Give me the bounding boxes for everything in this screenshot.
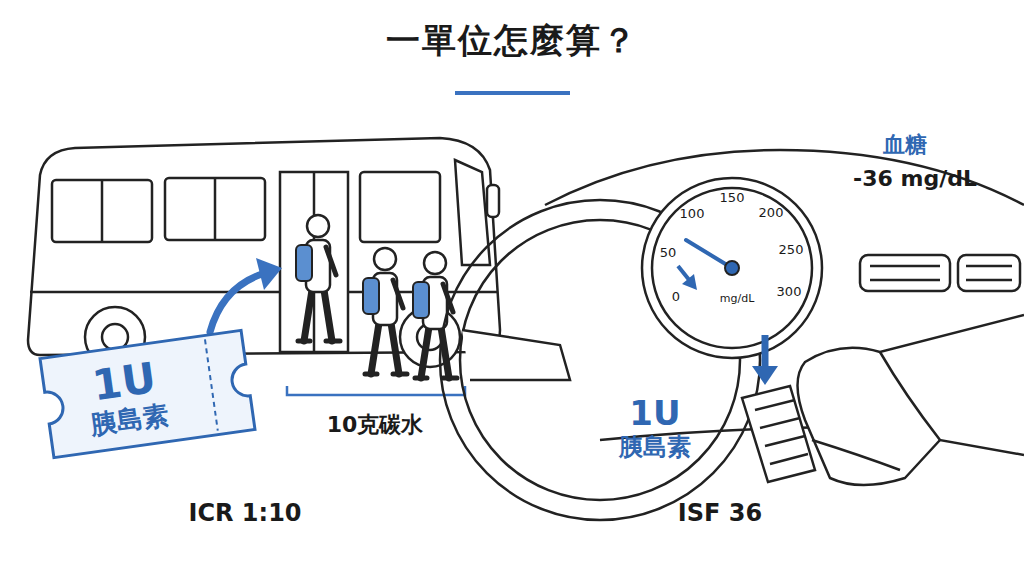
bracket [287, 386, 465, 395]
vent-slats [870, 266, 1012, 280]
window-divider [101, 180, 104, 242]
glucose-label: 血糖 [883, 130, 927, 160]
press-arrow [762, 335, 769, 368]
dose-amount: 1U [89, 354, 158, 411]
boarding-arrow [210, 274, 262, 332]
speedometer-rim [642, 178, 822, 358]
pedal-and-foot [742, 315, 1024, 485]
gauge-number: 200 [759, 205, 784, 220]
bus-window [165, 178, 265, 240]
sensitivity-label: ISF 36 [678, 499, 762, 527]
steering-spoke [462, 330, 570, 380]
window-divider [214, 178, 217, 240]
bus-door [280, 172, 348, 352]
ankle [880, 352, 940, 440]
ticket-shape [40, 330, 255, 457]
ratio-label: ICR 1:10 [188, 499, 301, 527]
dose-amount: 1U [629, 393, 680, 433]
pedal-grooves [755, 400, 808, 464]
title-underline [455, 91, 570, 95]
needle [686, 240, 732, 268]
body-line [30, 291, 280, 294]
student-figure [363, 248, 407, 374]
gauge-number: 250 [779, 242, 804, 257]
drop-arrow-head [682, 274, 697, 290]
glucose-change: -36 mg/dL [853, 166, 977, 191]
gauge-number: 0 [672, 289, 680, 304]
sole [812, 440, 900, 470]
gauge-number: 300 [777, 284, 802, 299]
gauge-unit: mg/dL [720, 292, 755, 305]
vent [860, 255, 950, 291]
drug-name: 胰島素 [619, 431, 691, 463]
bus-window [52, 180, 152, 242]
speedometer-face [652, 188, 812, 348]
carb-amount: 10克碳水 [327, 410, 424, 440]
gauge-number: 150 [720, 190, 745, 205]
gauge-number: 100 [680, 206, 705, 221]
ticket-perforation [205, 339, 218, 430]
mirror [487, 185, 499, 217]
student-figure [413, 252, 457, 378]
press-arrow-head [752, 366, 778, 385]
bus-window [360, 172, 440, 242]
ticket-text: 1U胰島素 [33, 330, 219, 465]
arrow-head [256, 258, 282, 290]
student-figure [296, 215, 340, 341]
title: 一單位怎麼算？ [0, 18, 1024, 64]
vent [958, 255, 1020, 291]
drop-arrow [678, 266, 690, 281]
leg-and-shoe [798, 315, 1024, 485]
needle-hub [725, 261, 739, 275]
dashboard [440, 150, 1024, 520]
gauge-number: 50 [660, 245, 677, 260]
